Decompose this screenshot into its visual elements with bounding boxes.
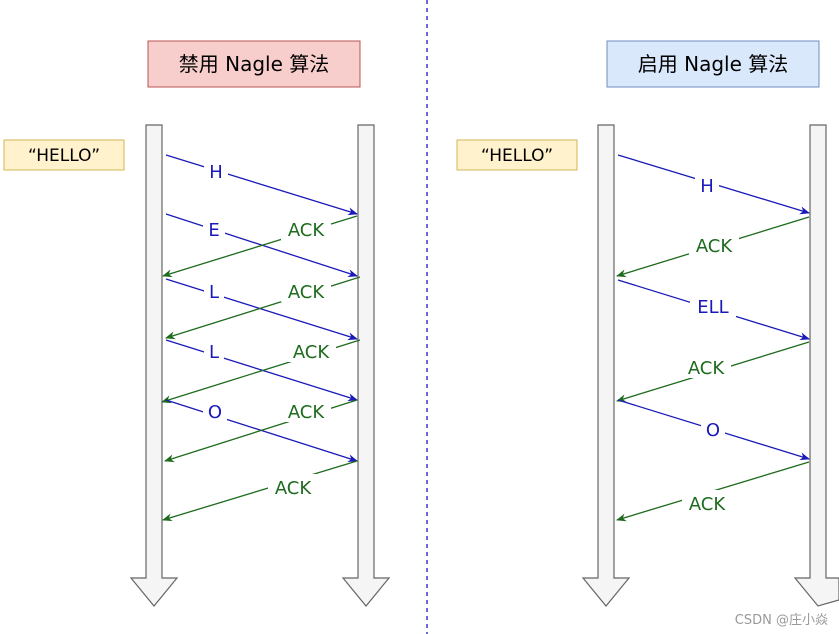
label-bg <box>695 174 719 196</box>
receiver-lifeline <box>793 124 839 607</box>
label-bg <box>682 490 732 514</box>
panel-title: 禁用 Nagle 算法 <box>179 52 330 76</box>
label-bg <box>204 340 224 362</box>
buffer-box <box>3 139 125 171</box>
sender-lifeline <box>581 124 631 607</box>
panel-title-box <box>147 40 361 88</box>
label-bg <box>689 232 739 256</box>
ack-label: ACK <box>275 478 313 499</box>
msg-label: L <box>209 282 219 303</box>
sender-lifeline <box>129 124 179 607</box>
buffer-label: “HELLO” <box>28 146 100 166</box>
receiver-lifeline <box>341 124 391 607</box>
buffer-label: “HELLO” <box>481 146 553 166</box>
msg-label: O <box>706 420 720 441</box>
panel-title-box <box>606 40 820 88</box>
msg-label: E <box>208 220 219 241</box>
label-bg <box>690 295 736 317</box>
ack-label: ACK <box>288 282 326 303</box>
ack-label: ACK <box>689 494 727 515</box>
ack-label: ACK <box>288 402 326 423</box>
label-bg <box>281 278 331 302</box>
label-bg <box>203 218 225 240</box>
label-bg <box>281 398 331 422</box>
label-bg <box>681 354 731 378</box>
label-bg <box>281 216 331 240</box>
msg-send-l2 <box>165 339 358 402</box>
label-bg <box>204 280 224 302</box>
msg-label: H <box>209 162 223 183</box>
label-bg <box>268 474 318 498</box>
panel-nagle-disabled: 禁用 Nagle 算法 “HELLO” H E ACK L ACK L ACK … <box>3 40 391 607</box>
ack-label: ACK <box>696 236 734 257</box>
msg-label: ELL <box>697 297 728 318</box>
msg-send-h <box>165 154 358 216</box>
ack-label: ACK <box>288 220 326 241</box>
label-bg <box>701 418 725 440</box>
msg-label: O <box>208 402 222 423</box>
msg-label: H <box>700 176 714 197</box>
panel-title: 启用 Nagle 算法 <box>638 52 789 76</box>
label-bg <box>286 338 336 362</box>
msg-send-l1 <box>165 278 358 341</box>
ack-label: ACK <box>293 342 331 363</box>
buffer-box <box>456 139 578 171</box>
msg-label: L <box>209 342 219 363</box>
label-bg <box>204 160 228 182</box>
panel-nagle-enabled: 启用 Nagle 算法 “HELLO” H ACK ELL ACK O ACK <box>456 40 839 607</box>
label-bg <box>203 400 227 422</box>
msg-ack-5 <box>162 460 358 522</box>
ack-label: ACK <box>688 358 726 379</box>
watermark: CSDN @庄小焱 <box>735 612 828 628</box>
